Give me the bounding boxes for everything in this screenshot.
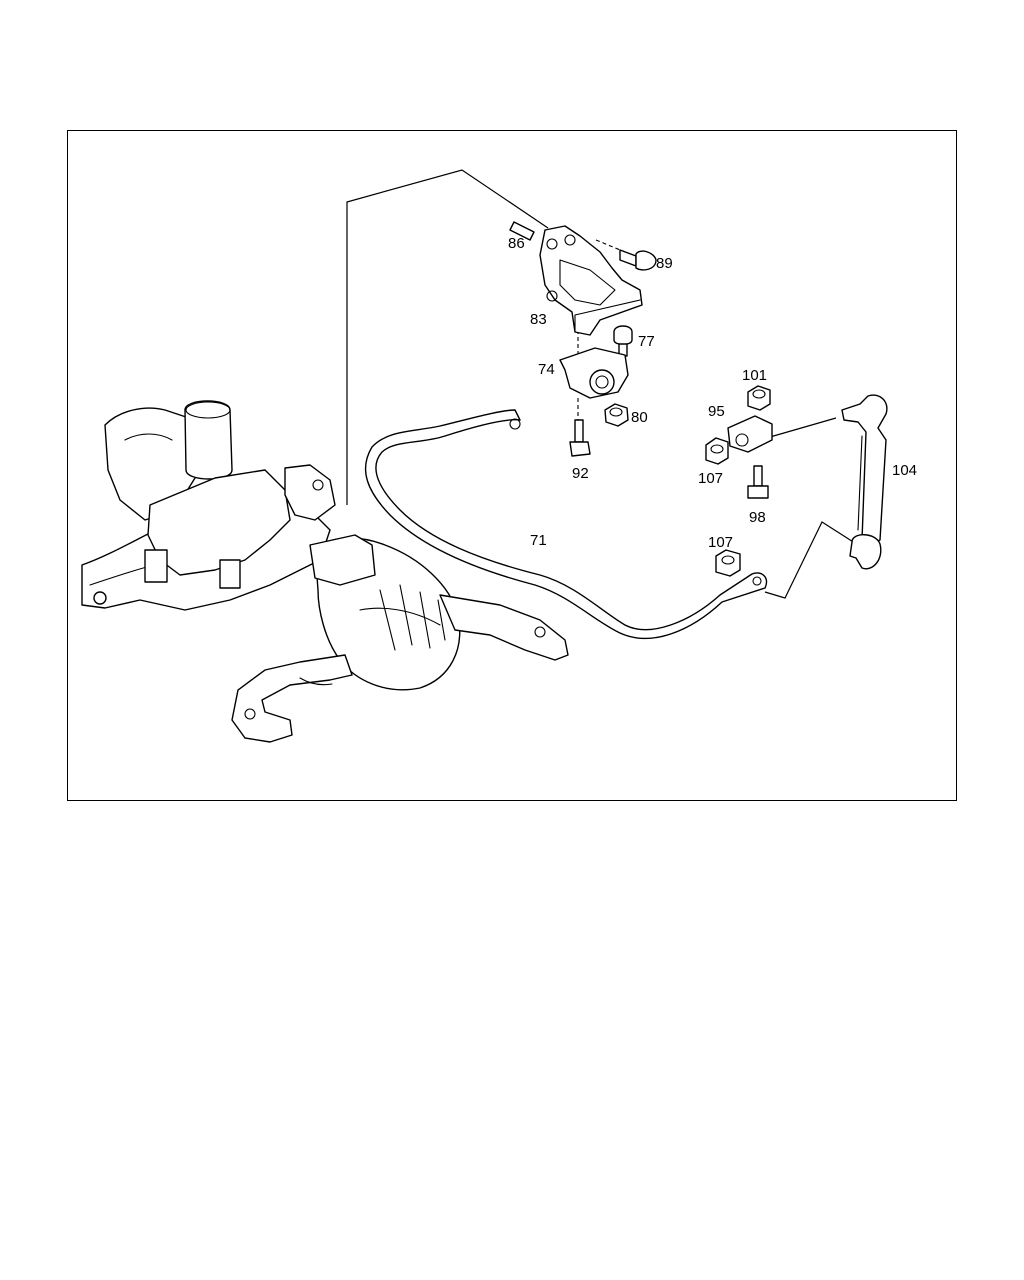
stabilizer-bar (364, 409, 768, 640)
callout-107-upper: 107 (698, 470, 723, 487)
callout-86: 86 (508, 235, 525, 252)
nut-107-lower (715, 549, 741, 577)
callout-101: 101 (742, 367, 767, 384)
stabilizer-link (841, 394, 888, 570)
nut-80 (604, 403, 629, 427)
bolt-92 (569, 419, 591, 457)
nut-101 (747, 385, 771, 411)
bolt-89 (619, 249, 657, 271)
leader-95-104 (769, 417, 837, 438)
leader-bracket (346, 169, 549, 505)
nut-107-upper (705, 437, 729, 465)
align-89 (595, 239, 626, 253)
callout-71: 71 (530, 532, 547, 549)
clamp-95 (727, 415, 773, 453)
callout-107-lower: 107 (708, 534, 733, 551)
callout-98: 98 (749, 509, 766, 526)
bushing-bracket (559, 347, 629, 399)
bolt-98 (747, 465, 769, 499)
callout-89: 89 (656, 255, 673, 272)
callout-77: 77 (638, 333, 655, 350)
callout-83: 83 (530, 311, 547, 328)
leader-link (764, 521, 859, 599)
callout-80: 80 (631, 409, 648, 426)
callout-95: 95 (708, 403, 725, 420)
callout-104: 104 (892, 462, 917, 479)
callout-92: 92 (572, 465, 589, 482)
rear-axle-assembly (81, 400, 569, 743)
mounting-bracket (539, 225, 643, 336)
callout-74: 74 (538, 361, 555, 378)
bolt-77 (613, 325, 633, 357)
pin (509, 221, 535, 241)
